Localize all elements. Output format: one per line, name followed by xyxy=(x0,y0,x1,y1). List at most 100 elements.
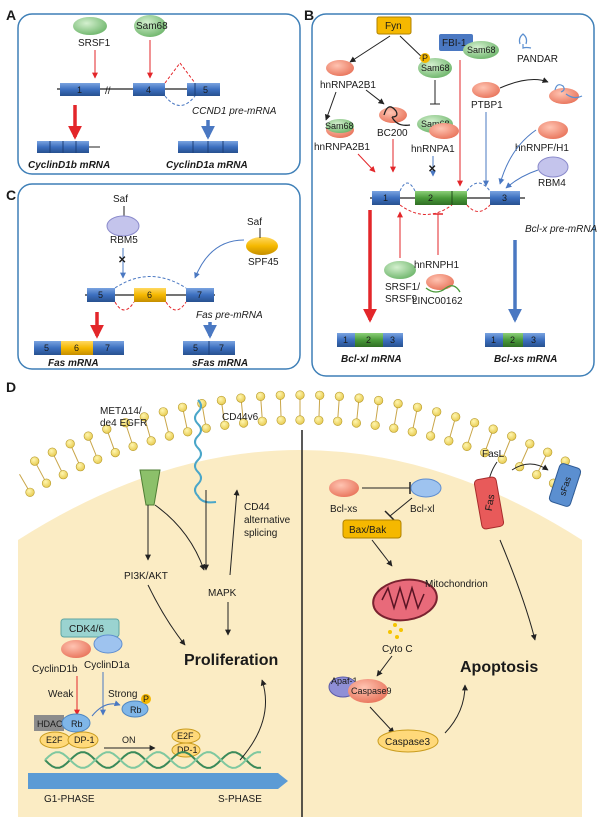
sam68-label-b1: Sam68 xyxy=(467,45,496,55)
panel-d-label: D xyxy=(6,379,16,395)
cd44-label-2: alternative xyxy=(244,515,291,526)
srsf1-label: SRSF1 xyxy=(78,38,111,49)
bc200-label: BC200 xyxy=(377,128,408,139)
pandar-bound-rna xyxy=(554,84,583,99)
saf-label-2: Saf xyxy=(247,217,262,228)
bclxs-exon3-label: 3 xyxy=(531,335,536,345)
ptbp1-protein xyxy=(472,82,500,98)
mapk-to-cd44 xyxy=(229,489,240,576)
dp1-label: DP-1 xyxy=(74,735,95,745)
pandar-label: PANDAR xyxy=(517,54,558,65)
bclxs-exon2 xyxy=(503,333,523,347)
sfas-release-arrow xyxy=(511,463,549,471)
exon-1-a-label: 1 xyxy=(77,85,82,95)
hnrnph1-label: hnRNPH1 xyxy=(414,260,459,271)
met-receptor xyxy=(139,469,161,506)
exon-3-b xyxy=(490,191,520,205)
cyclind1b-label: CyclinD1b xyxy=(32,664,78,675)
rb-label: Rb xyxy=(71,719,83,729)
rbm4-protein xyxy=(537,156,569,178)
hnrnpa1-protein xyxy=(429,123,459,139)
casp9-to-casp3 xyxy=(369,706,395,734)
e2f-label: E2F xyxy=(46,735,63,745)
hnrnpa2b1-to-sam68 xyxy=(324,91,337,121)
bclxs-protein xyxy=(329,479,359,497)
cytoplasm xyxy=(18,450,582,817)
bclxl-exon1-label: 1 xyxy=(343,335,348,345)
cd44-label-3: splicing xyxy=(244,528,277,539)
exon-1-b xyxy=(372,191,400,205)
bclx-splice-red-small xyxy=(466,204,491,212)
fas-receptor xyxy=(473,476,505,530)
cytoc-label: Cyto C xyxy=(382,644,413,655)
proliferation-label: Proliferation xyxy=(184,652,278,669)
g1-phase-label: G1-PHASE xyxy=(44,794,95,805)
hnrnpa1-label: hnRNPA1 xyxy=(411,144,455,155)
baxbak-to-mito xyxy=(371,539,393,567)
phospho-label-b: P xyxy=(422,53,428,63)
rbm4-to-bclx xyxy=(505,169,539,189)
bclxl-label: Bcl-xl xyxy=(410,504,434,515)
sam68-label-a: Sam68 xyxy=(136,21,168,32)
weak-label: Weak xyxy=(48,689,74,700)
fyn-to-hnrnpa2b1 xyxy=(349,35,391,63)
spf45-arrow xyxy=(194,239,245,279)
fyn-box xyxy=(376,16,412,35)
rb-phospho-p: P xyxy=(143,694,149,704)
rb-phospho-protein xyxy=(121,700,149,718)
met-label-1: METΔ14/ xyxy=(100,406,142,417)
bc200-rna xyxy=(383,106,411,126)
srsf19-label-1: SRSF1/ xyxy=(385,282,420,293)
hdac-box xyxy=(34,715,64,731)
srsf19-label-2: SRSF9 xyxy=(385,294,418,305)
bclxl-protein xyxy=(410,478,442,498)
dp1-protein xyxy=(67,731,99,749)
panel-c-label: C xyxy=(6,187,16,203)
rbm5-protein xyxy=(106,215,140,237)
pi3k-to-proliferation xyxy=(147,584,186,646)
fas-premrna-label: Fas pre-mRNA xyxy=(196,310,263,321)
bclxl-inhibit-line xyxy=(389,497,413,517)
hnrnpa2b1-to-bclx xyxy=(357,153,376,173)
bc200-partner-protein xyxy=(379,107,407,123)
fas-splice-red xyxy=(114,301,187,311)
fas-mrna-exon6 xyxy=(61,341,93,355)
bclx-premrna-label: Bcl-x pre-mRNA xyxy=(525,224,598,235)
exon-2-b-label: 2 xyxy=(428,193,433,203)
hnrnpa2b1-to-bc200 xyxy=(365,89,385,105)
apaf1-label: Apaf-1 xyxy=(331,676,358,686)
exon-5-c-label: 5 xyxy=(98,290,103,300)
fas-splice-blue xyxy=(114,276,187,289)
pandar-rna xyxy=(518,33,532,49)
ptbp1-pandar-arrow xyxy=(499,77,549,89)
cyto-c-dots xyxy=(388,623,403,639)
linc00162-rna xyxy=(425,285,461,293)
linc00162-label: LINC00162 xyxy=(412,296,463,307)
mapk-label: MAPK xyxy=(208,588,237,599)
bclx-splice-red-bottom xyxy=(399,204,453,215)
e2f-free-label: E2F xyxy=(177,731,194,741)
cdk-box xyxy=(60,618,120,638)
bclxs-exon1-label: 1 xyxy=(491,335,496,345)
pi3k-label: PI3K/AKT xyxy=(124,571,168,582)
rb-phospho-label: Rb xyxy=(130,705,142,715)
exon-6-c xyxy=(134,288,166,302)
fyn-label: Fyn xyxy=(385,21,402,32)
caspase3-label: Caspase3 xyxy=(385,737,430,748)
hnrnph1-protein xyxy=(426,274,454,290)
cyclind1a-protein xyxy=(93,634,123,654)
bclxl-inhibit-bar xyxy=(384,510,396,522)
hnrnpa2b1-protein-top xyxy=(326,60,354,76)
bclxl-exon2-label: 2 xyxy=(366,335,371,345)
dna-to-proliferation xyxy=(239,679,267,761)
exon-1-b-label: 1 xyxy=(383,193,388,203)
rbm4-label: RBM4 xyxy=(538,178,566,189)
sam68-protein-b1 xyxy=(463,41,499,59)
sam68-label-b3: Sam68 xyxy=(325,121,354,131)
cell-membrane xyxy=(19,390,581,497)
cyclind1b-protein xyxy=(61,640,91,658)
spf45-label: SPF45 xyxy=(248,257,279,268)
caspase9-protein xyxy=(348,679,388,703)
exon-5-a-label: 5 xyxy=(203,85,208,95)
